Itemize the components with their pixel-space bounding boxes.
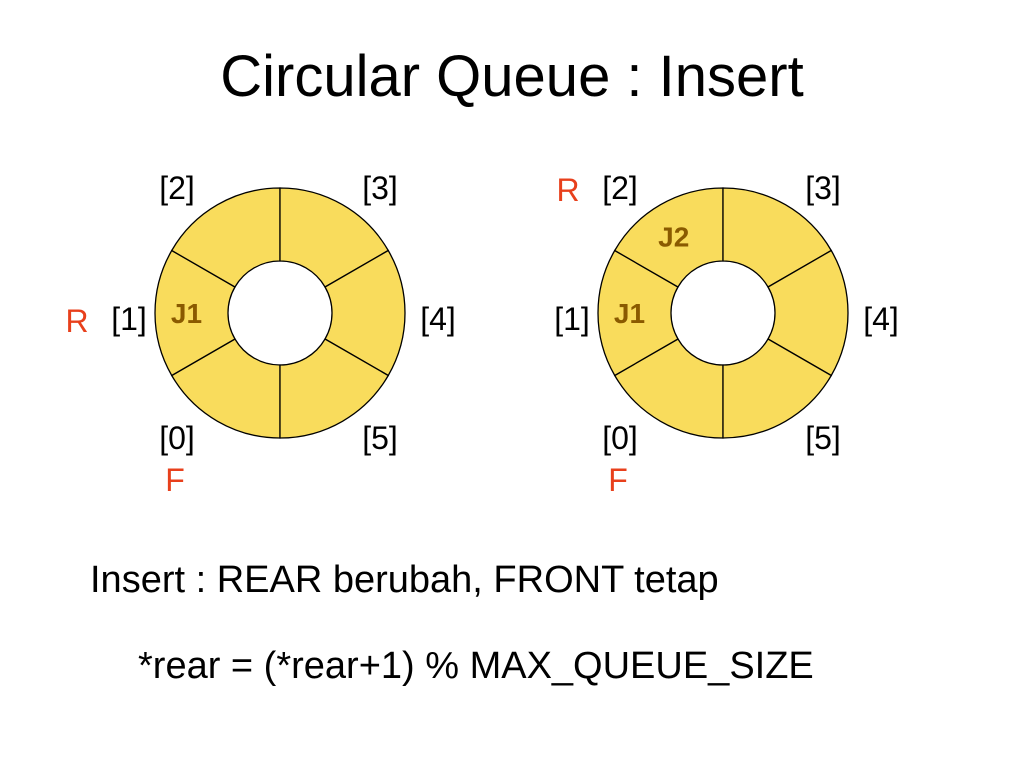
- rear-pointer-label: R: [65, 303, 88, 339]
- queue-slot: [767, 249, 849, 377]
- slot-index-label: [2]: [602, 170, 638, 206]
- rear-pointer-label: R: [556, 172, 579, 208]
- slot-index-label: [2]: [159, 170, 195, 206]
- slot-index-label: [1]: [554, 301, 590, 337]
- queue-ring-1: [0] J1 [1] [2] [3] [4] [5] R F: [65, 170, 455, 498]
- queue-slot: [279, 187, 390, 288]
- slot-index-label: [0]: [159, 420, 195, 456]
- insert-caption: Insert : REAR berubah, FRONT tetap: [90, 559, 719, 601]
- slot-index-label: [1]: [111, 301, 147, 337]
- queue-slot: [722, 187, 833, 288]
- slot-index-label: [4]: [420, 301, 456, 337]
- queue-slot: [324, 249, 406, 377]
- queue-ring-2: [0] J1 [1] J2 [2] [3] [4] [5] R F: [554, 170, 899, 498]
- slot-index-label: [4]: [863, 301, 899, 337]
- queue-slot: [154, 249, 236, 377]
- slot-index-label: [5]: [362, 420, 398, 456]
- front-pointer-label: F: [165, 462, 185, 498]
- slot-item-label: J2: [658, 221, 689, 252]
- slot-index-label: [5]: [805, 420, 841, 456]
- queue-slot: [613, 338, 724, 439]
- rear-update-formula: *rear = (*rear+1) % MAX_QUEUE_SIZE: [138, 645, 814, 687]
- queue-slot: [597, 249, 679, 377]
- front-pointer-label: F: [608, 462, 628, 498]
- slot-item-label: J1: [614, 298, 645, 329]
- slot-index-label: [0]: [602, 420, 638, 456]
- slot-index-label: [3]: [362, 170, 398, 206]
- queue-slot: [722, 338, 833, 439]
- queue-slot: [279, 338, 390, 439]
- queue-slot: [613, 187, 724, 288]
- slot-index-label: [3]: [805, 170, 841, 206]
- slide-title: Circular Queue : Insert: [220, 44, 804, 109]
- queue-slot: [170, 338, 281, 439]
- slot-item-label: J1: [171, 298, 202, 329]
- queue-slot: [170, 187, 281, 288]
